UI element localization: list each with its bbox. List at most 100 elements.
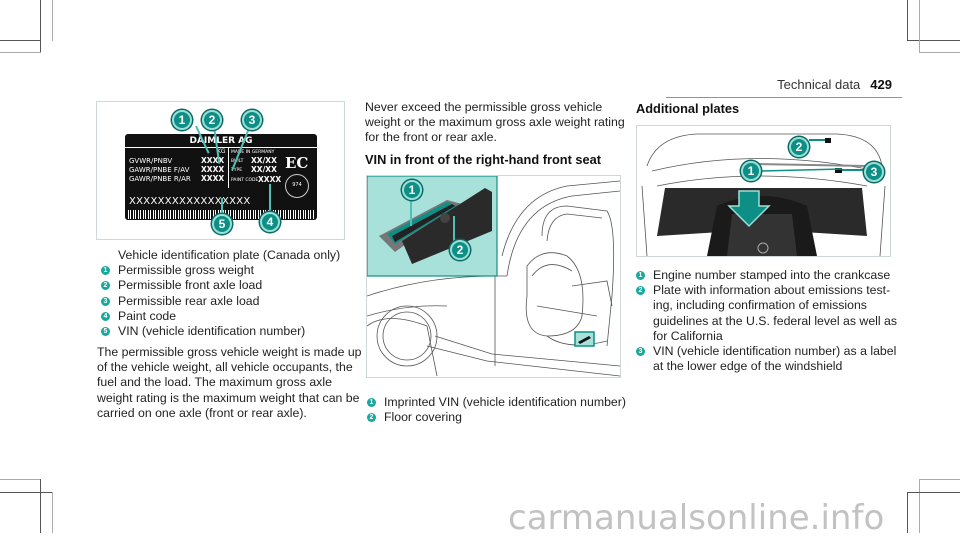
callout-leader [410, 196, 412, 226]
bullet-number: 1 [101, 266, 110, 276]
paragraph-line: fuel and the load. The maximum gross axl… [97, 375, 332, 390]
legend-text: Permissible rear axle load [118, 293, 260, 308]
right-legend: 1 Engine number stamped into the crankca… [636, 268, 906, 374]
callout-leader [269, 184, 271, 214]
bullet-number: 2 [367, 413, 376, 423]
crop-mark [52, 492, 53, 533]
crop-mark [907, 492, 908, 533]
crop-mark [919, 0, 920, 53]
plate-row-value: XXXX [201, 156, 225, 165]
legend-item: 1 Permissible gross weight [101, 263, 361, 278]
legend-line: Plate with information about emissions t… [653, 283, 891, 298]
plate-row-value: XXXX [201, 174, 225, 183]
bullet-number: 3 [636, 347, 645, 357]
crop-mark [40, 0, 41, 53]
legend-item: 1 Engine number stamped into the crankca… [636, 268, 906, 283]
crop-mark [40, 479, 41, 533]
plate-row-label: GAWR/PNBE F/AV [129, 166, 190, 174]
middle-legend: 1 Imprinted VIN (vehicle identification n… [367, 395, 637, 425]
crop-mark [919, 479, 960, 480]
crop-mark [52, 0, 53, 41]
plate-vin: XXXXXXXXXXXXXXXXX [129, 196, 251, 207]
callout-1: 1 [741, 161, 761, 181]
callout-2: 2 [450, 240, 470, 260]
figure-caption: Vehicle identification plate (Canada onl… [101, 248, 361, 263]
bullet-number: 3 [101, 296, 110, 306]
paragraph-line: of the vehicle weight, all vehicle occup… [97, 360, 353, 375]
callout-2: 2 [202, 110, 222, 130]
crop-mark [0, 52, 41, 53]
legend-item: 3 Permissible rear axle load [101, 294, 361, 309]
plate-row-label: GAWR/PNBE R/AR [129, 175, 191, 183]
bullet-number: 2 [101, 281, 110, 291]
weight-paragraph: The permissible gross vehicle weight is … [97, 345, 362, 421]
plate-paint-code-label: PAINT CODE [231, 178, 259, 183]
callout-5: 5 [212, 214, 232, 234]
plate-divider [228, 148, 229, 188]
section-title: Technical data [777, 77, 861, 92]
watermark: carmanualsonline.info [508, 498, 885, 538]
legend-line: VIN (vehicle identification number) as a… [653, 344, 897, 359]
plate-unit: KG [217, 148, 226, 155]
canada-seal-icon: 974 [285, 174, 309, 198]
ec-mark: EC [285, 154, 309, 172]
crop-mark [0, 479, 41, 480]
page-header: Technical data 429 [666, 75, 902, 98]
vehicle-identification-plate: DAIMLER AG KG MADE IN GERMANY GVWR/PNBV … [125, 134, 317, 220]
legend-line: guidelines at the U.S. federal level as … [653, 313, 898, 328]
callout-leader [221, 198, 223, 214]
plate-made-in: MADE IN GERMANY [231, 150, 275, 155]
engine-bay-illustration [641, 133, 886, 256]
legend-item: 2 Permissible front axle load [101, 278, 361, 293]
callout-3: 3 [242, 110, 262, 130]
plate-built-value: XX/XX [251, 156, 277, 165]
crop-mark [919, 52, 960, 53]
paragraph-line: weight or the maximum gross axle weight … [365, 115, 625, 130]
emissions-plate-marker [825, 138, 831, 143]
bullet-number: 2 [636, 286, 645, 296]
crop-mark [0, 492, 53, 493]
paragraph-line: carried on one axle (front or rear axle)… [97, 405, 307, 420]
additional-plates-heading: Additional plates [636, 101, 740, 116]
legend-line: for California [653, 328, 723, 343]
seal-number: 974 [292, 182, 302, 188]
callout-2: 2 [789, 137, 809, 157]
vehicle-plate-figure: DAIMLER AG KG MADE IN GERMANY GVWR/PNBV … [96, 101, 345, 240]
legend-text: Paint code [118, 308, 177, 323]
legend-item: 2 Plate with information about emissions… [636, 283, 906, 344]
callout-leader [453, 216, 455, 248]
plate-row-label: GVWR/PNBV [129, 157, 173, 165]
paragraph-line: weight rating is the maximum weight that… [97, 390, 360, 405]
legend-item: 4 Paint code [101, 309, 361, 324]
bullet-number: 1 [367, 398, 376, 407]
legend-item: 2 Floor covering [367, 410, 637, 425]
crop-mark [919, 479, 920, 533]
car-door-illustration [367, 176, 620, 377]
vin-seat-figure: 1 2 [366, 175, 621, 378]
plate-built-label: BUILT [231, 159, 244, 164]
crop-mark [907, 0, 908, 41]
engine-bay-figure: 2 1 3 [636, 125, 891, 257]
plate-type-value: XX/XX [251, 165, 277, 174]
intro-paragraph: Never exceed the permissible gross vehic… [365, 100, 630, 146]
callout-3: 3 [864, 162, 884, 182]
legend-text: Floor covering [384, 410, 462, 425]
paragraph-line: Never exceed the permissible gross vehic… [365, 100, 603, 114]
paragraph-line: The permissible gross vehicle weight is … [97, 345, 362, 359]
plate-type-label: TYPE [231, 168, 243, 173]
plate-paint-code-value: XXXX [258, 175, 282, 184]
legend-item: 1 Imprinted VIN (vehicle identification n… [367, 395, 637, 410]
paragraph-line: for the front or rear axle. [365, 130, 497, 145]
plate-brand: DAIMLER AG [125, 136, 317, 148]
left-legend: Vehicle identification plate (Canada onl… [101, 248, 361, 339]
page-number: 429 [870, 77, 892, 92]
caption-text: Vehicle identification plate (Canada onl… [118, 248, 341, 262]
legend-line: ing, including confirmation of emissions [653, 298, 867, 313]
legend-text: Imprinted VIN (vehicle identification nu… [384, 395, 626, 409]
crop-mark [907, 492, 960, 493]
legend-text: Permissible front axle load [118, 278, 263, 293]
vin-label-marker [835, 168, 842, 173]
legend-text: Permissible gross weight [118, 263, 254, 278]
header-text: Technical data 429 [777, 77, 892, 92]
bullet-number: 4 [101, 311, 110, 321]
